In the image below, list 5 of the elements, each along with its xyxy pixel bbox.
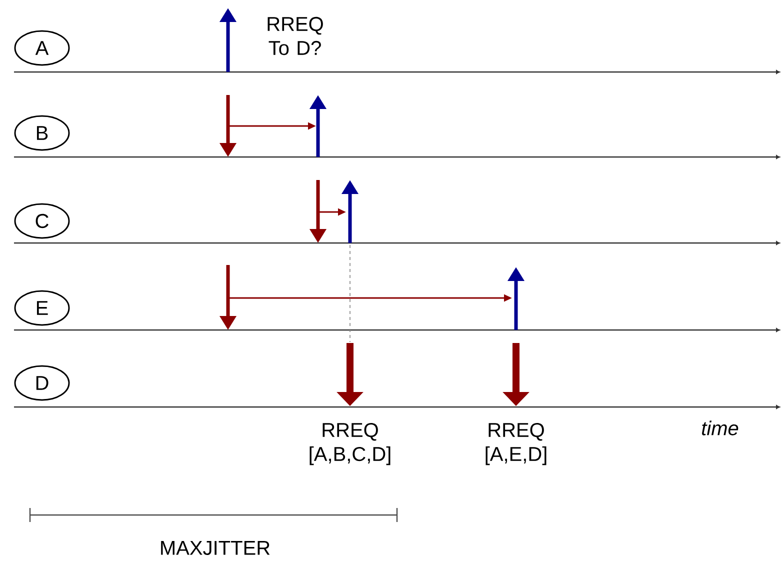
text-label: RREQ To D? bbox=[268, 16, 323, 56]
text-label: time bbox=[702, 420, 738, 436]
text-label: MAXJITTER bbox=[161, 541, 270, 555]
text-label: RREQ [A,B,C,D] bbox=[310, 422, 390, 466]
text-label: RREQ [A,E,D] bbox=[486, 422, 546, 466]
